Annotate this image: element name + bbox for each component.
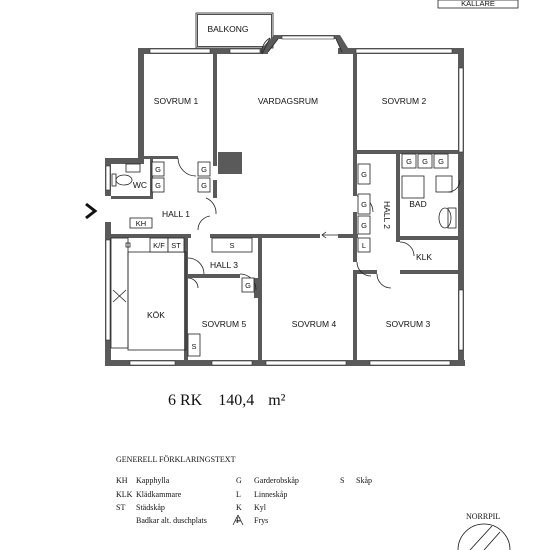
windows <box>105 35 464 366</box>
room-label-balkong: BALKONG <box>207 24 248 34</box>
cleaning-cabinet: ST <box>167 237 185 253</box>
wardrobe-g: G <box>151 177 165 193</box>
legend-text: Kyl <box>254 503 266 512</box>
wardrobe-g: G <box>197 161 211 177</box>
kallare-label: KÄLLARE <box>461 0 495 8</box>
wardrobe-g: G <box>401 153 417 169</box>
room-label-sovrum4: SOVRUM 4 <box>292 319 337 329</box>
room-label-klk: KLK <box>416 252 432 262</box>
legend-code: KLK <box>116 490 133 499</box>
cabinet-s: S <box>211 237 253 253</box>
legend-text: Frys <box>254 516 269 525</box>
svg-text:G: G <box>201 165 207 174</box>
wardrobes: G G G G G G G G <box>129 153 449 357</box>
svg-text:S: S <box>229 241 234 250</box>
svg-text:G: G <box>406 157 412 166</box>
legend-code: KH <box>116 476 128 485</box>
room-label-sovrum1: SOVRUM 1 <box>154 96 199 106</box>
room-label-hall3: HALL 3 <box>210 260 238 270</box>
wardrobe-g: G <box>197 177 211 193</box>
room-label-hall2: HALL 2 <box>382 201 392 229</box>
svg-text:S: S <box>191 342 196 351</box>
room-count: 6 RK <box>168 392 203 409</box>
legend-code: G <box>236 476 242 485</box>
wardrobe-g: G <box>417 153 433 169</box>
svg-text:G: G <box>422 157 428 166</box>
legend-text: Badkar alt. duschplats <box>136 516 207 525</box>
room-label-sovrum5: SOVRUM 5 <box>202 319 247 329</box>
wardrobe-g: G <box>241 277 255 293</box>
svg-text:G: G <box>155 181 161 190</box>
kitchen-counters <box>110 237 187 351</box>
room-label-wc: WC <box>133 180 147 190</box>
room-label-hall1: HALL 1 <box>162 209 190 219</box>
legend-title: GENERELL FÖRKLARINGSTEXT <box>116 455 236 464</box>
room-label-sovrum3: SOVRUM 3 <box>386 319 431 329</box>
area-summary: 6 RK 140,4 m² <box>168 392 285 410</box>
bay-bench <box>267 38 343 53</box>
fridge-freezer: K/F <box>149 237 169 253</box>
legend-code: K <box>236 503 242 512</box>
legend-code: F <box>236 516 241 525</box>
legend-text: Garderobskåp <box>254 476 299 485</box>
legend-text: Städskåp <box>136 503 165 512</box>
svg-text:G: G <box>245 281 251 290</box>
coat-shelf: KH <box>129 217 153 229</box>
compass-label: NORRPIL <box>466 512 501 521</box>
legend-text: Klädkammare <box>136 490 182 499</box>
svg-text:G: G <box>361 170 367 179</box>
bad-fixtures <box>401 175 457 229</box>
compass-icon <box>457 523 511 550</box>
bathtub-symbol-icon <box>232 514 244 526</box>
balcony: BALKONG <box>195 12 274 49</box>
wc-fixtures <box>111 163 141 187</box>
svg-text:G: G <box>201 181 207 190</box>
wardrobe-g: G <box>151 161 165 177</box>
legend-text: Kapphylla <box>136 476 170 485</box>
corridor-arrow-icon <box>321 231 338 239</box>
svg-text:ST: ST <box>171 241 181 250</box>
wardrobe-g: G <box>357 163 371 185</box>
svg-text:G: G <box>438 157 444 166</box>
area-unit: m² <box>268 392 286 409</box>
svg-text:KH: KH <box>136 219 146 228</box>
svg-text:G: G <box>361 200 367 209</box>
legend-text: Linneskåp <box>254 490 288 499</box>
kallare-tag: KÄLLARE <box>437 0 519 9</box>
room-labels: SOVRUM 1 VARDAGSRUM SOVRUM 2 WC HALL 1 H… <box>133 96 432 329</box>
legend-code: L <box>236 490 241 499</box>
legend-code: S <box>340 476 345 485</box>
wardrobe-g: G <box>357 193 371 215</box>
svg-text:K/F: K/F <box>153 241 165 250</box>
legend-text: Skåp <box>356 476 372 485</box>
room-label-kok: KÖK <box>147 310 165 320</box>
room-label-vardagsrum: VARDAGSRUM <box>258 96 318 106</box>
cabinet-s: S <box>187 333 201 357</box>
svg-text:G: G <box>361 221 367 230</box>
room-label-bad: BAD <box>409 199 426 209</box>
legend-code: ST <box>116 503 126 512</box>
wardrobe-g: G <box>433 153 449 169</box>
svg-text:L: L <box>362 241 366 250</box>
svg-text:G: G <box>155 165 161 174</box>
entrance-arrow-icon <box>85 202 98 220</box>
area-value: 140,4 <box>218 392 255 409</box>
wardrobe-g: G <box>357 215 371 235</box>
room-label-sovrum2: SOVRUM 2 <box>382 96 427 106</box>
linen-cabinet: L <box>357 237 371 253</box>
